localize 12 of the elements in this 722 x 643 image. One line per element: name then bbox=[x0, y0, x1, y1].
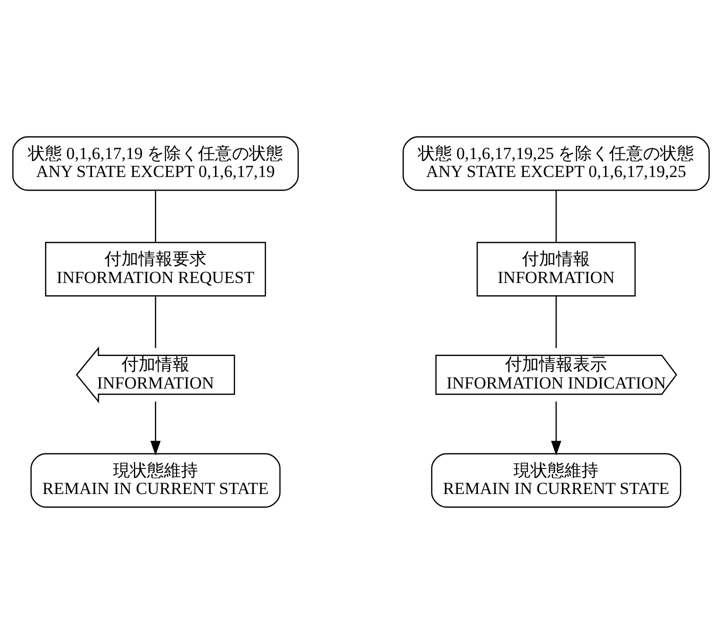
connector bbox=[154, 295, 156, 348]
node-box: 付加情報 INFORMATION bbox=[476, 241, 636, 296]
arrow bbox=[150, 401, 161, 455]
connector bbox=[154, 190, 156, 242]
arrow bbox=[551, 401, 562, 455]
node-box: 付加情報要求 INFORMATION REQUEST bbox=[45, 241, 266, 296]
node-box: 状態 0,1,6,17,19 を除く任意の状態 ANY STATE EXCEPT 0,1,6,17,19 bbox=[12, 136, 299, 190]
connector bbox=[556, 295, 557, 348]
connector bbox=[556, 190, 557, 242]
node-box: 状態 0,1,6,17,19,25 を除く任意の状態 ANY STATE EXCEPT 0,1,6,17,19,25 bbox=[402, 136, 710, 190]
node-box: 現状態維持 REMAIN IN CURRENT STATE bbox=[30, 452, 281, 508]
node-box: 現状態維持 REMAIN IN CURRENT STATE bbox=[431, 452, 682, 508]
